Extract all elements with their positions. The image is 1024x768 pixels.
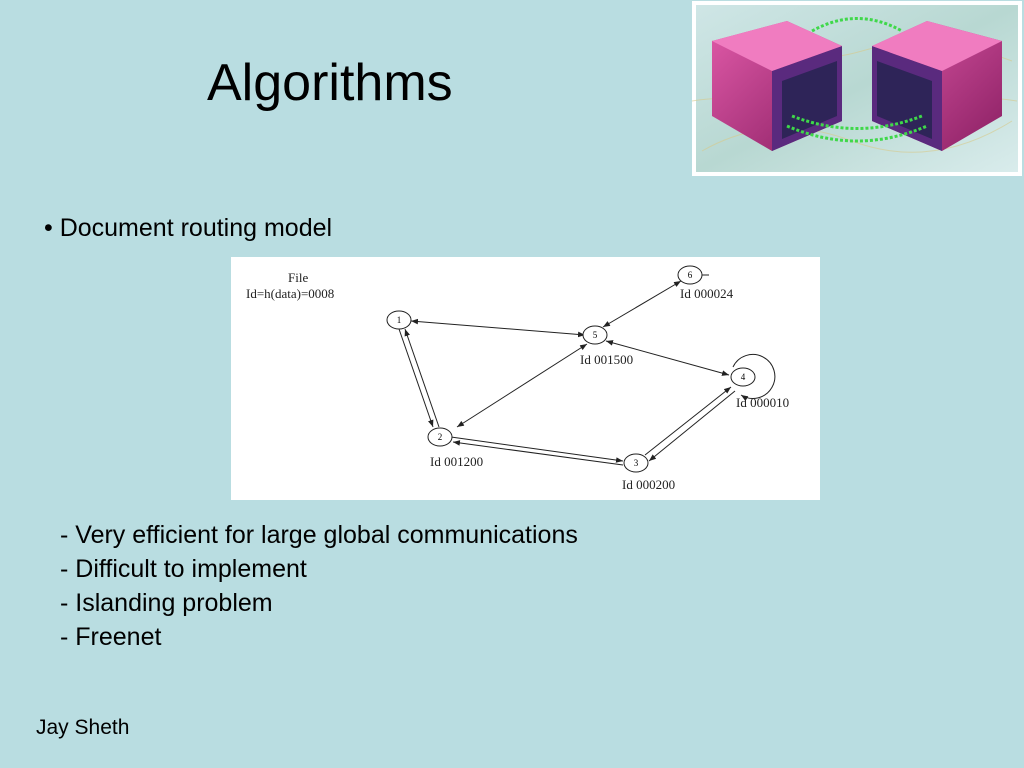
node-3	[623, 453, 649, 473]
node-6-label: 6	[688, 270, 693, 280]
node-5	[582, 325, 608, 345]
right-monitor-icon	[872, 21, 1002, 151]
node-5-label: 5	[593, 330, 598, 340]
edge-1-2a	[398, 328, 434, 428]
edge-2-3b	[452, 440, 624, 466]
node-2-label: 2	[438, 432, 443, 442]
node-2	[427, 427, 453, 447]
networked-computers-icon	[692, 1, 1022, 176]
edge-1-2b	[404, 328, 440, 428]
list-item: - Freenet	[60, 623, 162, 651]
node-4-label: 4	[741, 372, 746, 382]
footer-author: Jay Sheth	[36, 716, 130, 739]
node-1-label: 1	[397, 315, 402, 325]
left-monitor-icon	[712, 21, 842, 151]
edge-3-4b	[648, 390, 736, 462]
edge-2-5	[456, 343, 588, 428]
edge-5-4	[605, 340, 730, 376]
edge-5-6	[602, 280, 682, 328]
node-6-id: Id 000024	[680, 286, 734, 301]
node-6	[677, 265, 703, 285]
node-2-id: Id 001200	[430, 454, 483, 469]
node-3-label: 3	[634, 458, 639, 468]
slide-title: Algorithms	[207, 54, 453, 112]
list-item: - Islanding problem	[60, 589, 273, 617]
routing-diagram: File Id=h(data)=0008	[231, 257, 820, 500]
node-5-id: Id 001500	[580, 352, 633, 367]
node-1	[386, 310, 412, 330]
list-item: - Very efficient for large global commun…	[60, 521, 578, 549]
edge-2-3a	[450, 436, 624, 463]
node-4	[730, 367, 756, 387]
sub-points-list: - Very efficient for large global commun…	[60, 518, 578, 654]
file-id-label: Id=h(data)=0008	[246, 286, 334, 301]
edge-1-5	[410, 318, 586, 338]
edge-4-self	[732, 354, 776, 402]
file-label: File	[288, 270, 308, 285]
edge-3-4a	[644, 386, 732, 456]
node-4-id: Id 000010	[736, 395, 789, 410]
list-item: - Difficult to implement	[60, 555, 307, 583]
node-3-id: Id 000200	[622, 477, 675, 492]
bullet-document-routing: • Document routing model	[44, 214, 333, 242]
